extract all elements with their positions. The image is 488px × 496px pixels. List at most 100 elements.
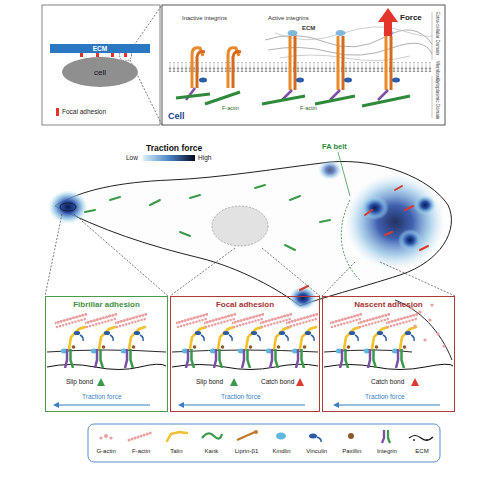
g-actin-dots-part [436,332,439,335]
legend-icon-part [99,436,102,439]
g-actin-dots-part [418,310,421,313]
legend-icon [89,428,124,444]
legend-icon [334,428,369,444]
zoom-lines-part [380,262,455,296]
legend-text: Kindlin [264,448,299,454]
force-label: Traction force [82,394,122,401]
fa-marks-part [300,286,308,290]
cell-traction-map-part [55,161,451,306]
cell-traction-map-part [318,160,342,180]
annotation: ECM [302,25,315,31]
legend-icon [264,428,299,444]
annotation: Inactive integrins [182,15,227,21]
integrin-detail-panel-part [392,78,400,83]
colorbar-label: High [198,155,211,162]
legend-icon-part [202,433,222,438]
integrin-detail-panel-part [162,5,445,125]
legend-text: F-actin [124,448,159,454]
legend-icon-part [317,437,321,442]
fa-marks-part [290,196,300,200]
fa-marks-part [180,232,190,236]
bond-markers-part [97,378,105,386]
integrin-detail-panel-part [342,36,345,90]
fa-marks [85,185,428,290]
legend-text: Vinculin [299,448,334,454]
colorbar-label: Low [126,155,138,162]
fa-marks-part [85,210,95,212]
node-label: ECM [50,46,150,53]
legend-icon [124,428,159,444]
fa-marks-part [150,200,160,205]
cell-shape: cell [62,57,138,87]
cell-traction-map-part [289,286,317,310]
integrin-detail-panel-part [315,96,355,104]
adhesion-complexes [55,314,418,368]
integrin-detail-panel-part [289,36,292,90]
cell-traction-map-part [345,174,445,270]
traction-arrows-part [58,404,150,405]
integrin-detail-panel-part [337,36,340,90]
fa-marks-part [255,185,265,188]
legend-icon [369,428,404,444]
force-label: Traction force [365,394,405,401]
zoom-lines-part [262,248,320,296]
legend-text: ECM [405,448,440,454]
integrin-detail-panel-part [288,30,298,36]
fa-marks-part [420,246,428,250]
integrin-detail-panel [162,5,445,125]
integrin-detail-panel-part [336,30,346,36]
legend-text: Liprin-β1 [229,448,264,454]
legend-icon [229,428,264,444]
g-actin-dots-part [413,324,416,327]
integrin-detail-panel-part [432,12,433,60]
bond-label: Catch bond [371,379,404,386]
overview-panel-part [124,53,127,57]
legend-icon-part [104,434,108,438]
legend-text: G-actin [89,448,124,454]
integrin-detail-panel-part [233,52,241,88]
legend-icon [405,428,440,444]
annotation: F-actin [222,106,239,112]
bond-markers [97,378,419,386]
overview-panel [42,5,160,125]
legend-box-part [88,424,440,462]
fa-marks-part [385,232,392,235]
ecm-lines [47,300,453,370]
legend-text: Integrin [369,448,404,454]
overview-panel-part [111,53,114,57]
cell-traction-map-part [341,200,360,280]
integrin-detail-panel-part [176,94,210,98]
adhesion-complexes-part [85,314,117,368]
integrin-detail-panel-part [268,43,432,55]
fa-marks-part [405,206,413,210]
legend-icon-part [129,432,153,440]
integrin-detail-panel-part [344,78,352,83]
traction-arrows [53,402,440,408]
integrin-detail-panel-part [186,88,195,100]
g-actin-dots-part [428,318,431,321]
legend-icon-part [348,433,354,439]
legend-icon-part [388,430,390,443]
adhesion-complexes-part [386,314,418,368]
annotation: Cell [168,112,185,121]
legend-icon [194,428,229,444]
integrin-detail-panel-part [385,36,388,90]
legend-icon-part [309,434,317,439]
legend-icon-part [167,432,187,441]
cell-traction-map-part [398,229,422,251]
integrin-detail-panel-part [199,78,207,83]
integrin-detail-panel-part [378,90,388,100]
g-actin-dots [410,303,445,347]
cell-traction-map-part [212,206,268,246]
cell-traction-map [48,152,451,310]
legend-icon [299,428,334,444]
bond-markers-part [230,378,238,386]
traction-colorbar-part [143,155,195,161]
legend-icon-part [426,439,428,441]
zoom-lines-part [45,214,62,296]
legend-icon-part [382,430,384,443]
adhesion-complexes-part [204,314,236,368]
panel-heading: Focal adhesion [171,301,319,309]
ecm-bar: ECM [50,44,150,53]
